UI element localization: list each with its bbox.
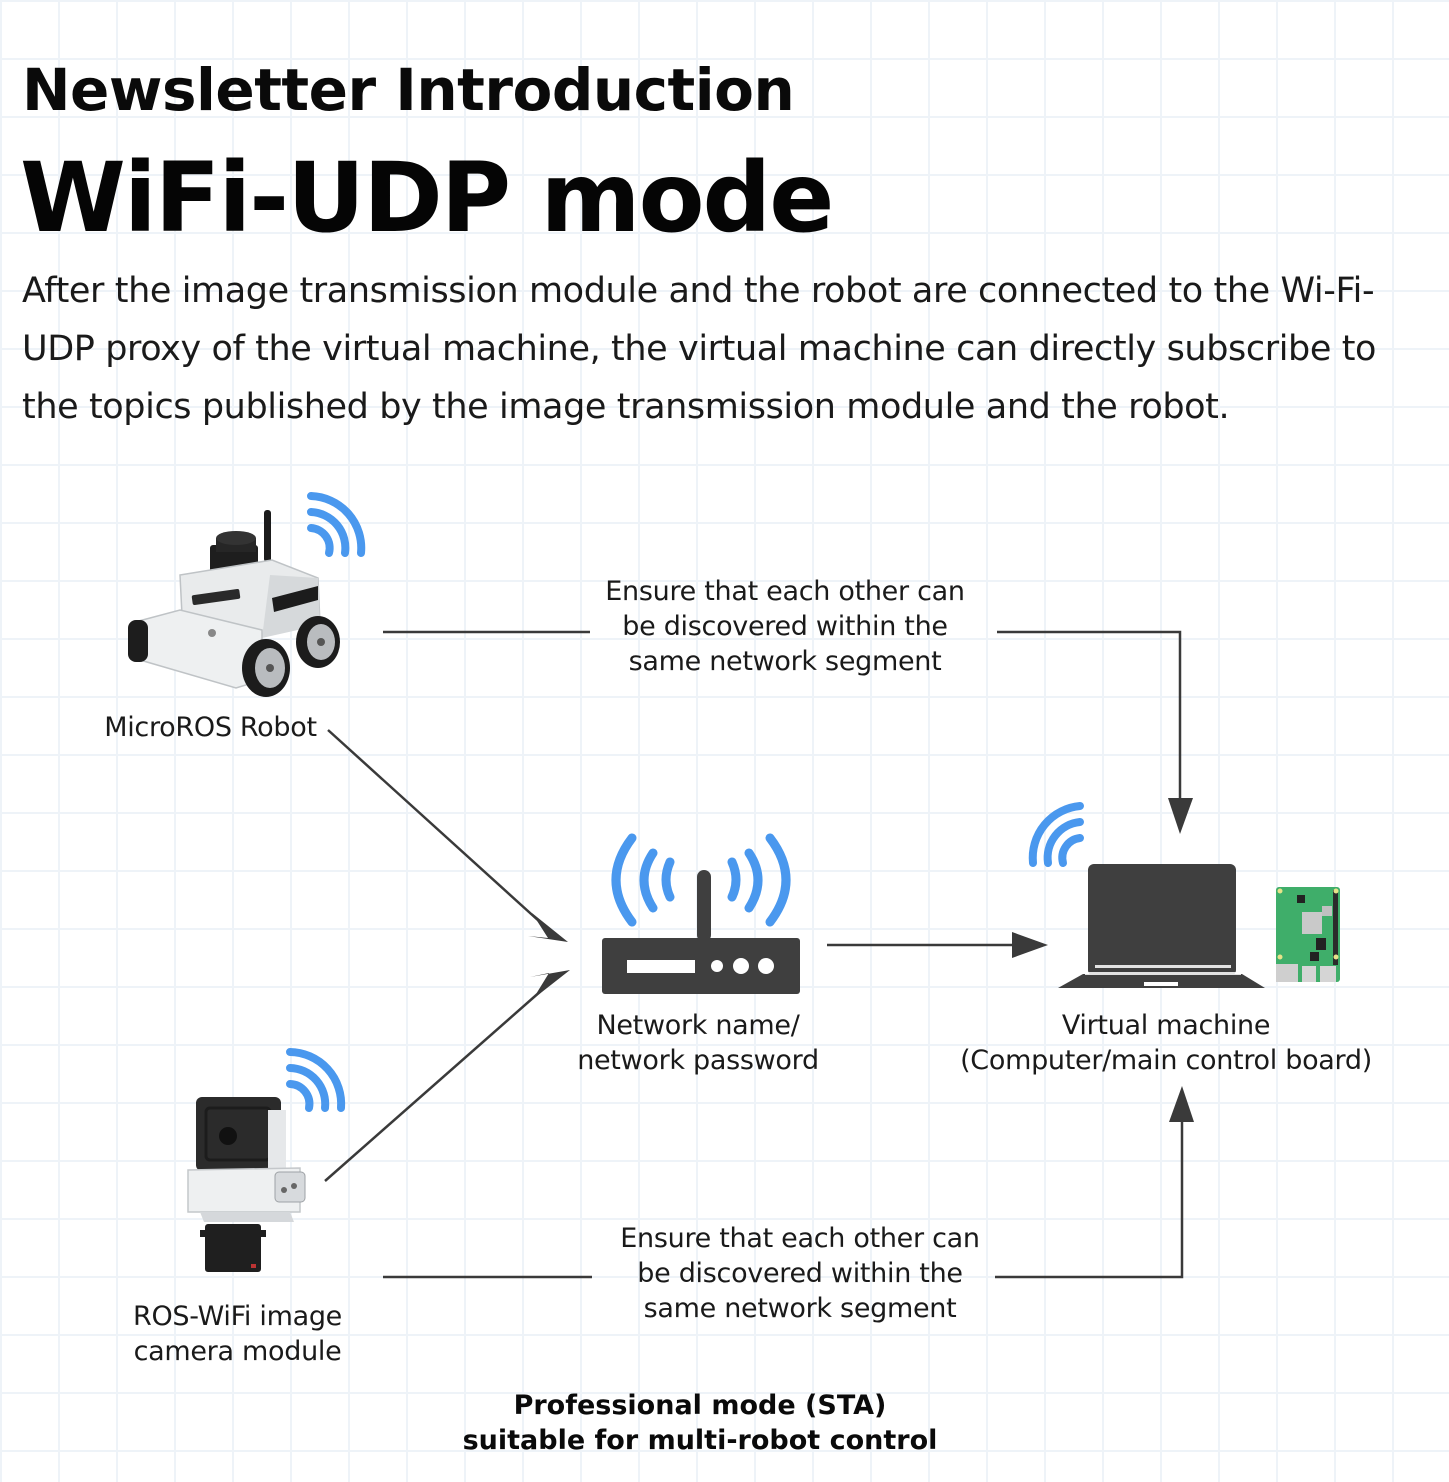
- note-line: same network segment: [628, 646, 942, 677]
- mode-caption: Professional mode (STA) suitable for mul…: [400, 1388, 1000, 1458]
- connector-lines: [324, 630, 1184, 1279]
- wifi-broadcast-icon: [611, 833, 791, 927]
- edge-robot-vm-right: [997, 630, 1182, 800]
- arrow-head-down-vm: [1168, 798, 1193, 834]
- wheel: [242, 639, 290, 697]
- wheel: [296, 616, 340, 668]
- camera-label: ROS-WiFi image camera module: [95, 1299, 380, 1369]
- note-line: Ensure that each other can: [620, 1223, 980, 1254]
- camera-label-line2: camera module: [133, 1336, 342, 1367]
- router-label: Network name/ network password: [548, 1008, 848, 1078]
- note-line: same network segment: [643, 1293, 957, 1324]
- note-line: be discovered within the: [622, 611, 948, 642]
- page-kicker: Newsletter Introduction: [22, 56, 795, 124]
- camera-label-line1: ROS-WiFi image: [133, 1301, 342, 1332]
- note-line: Ensure that each other can: [605, 576, 965, 607]
- router-label-line2: network password: [577, 1045, 819, 1076]
- arrow-head-router-from-camera: [530, 970, 570, 999]
- edge-robot-router: [327, 729, 541, 923]
- wifi-signal-icon: [1028, 802, 1084, 867]
- mode-caption-line2: suitable for multi-robot control: [462, 1425, 938, 1456]
- arrow-head-router-from-robot: [528, 913, 568, 942]
- vm-label-line2: (Computer/main control board): [960, 1045, 1372, 1076]
- top-edge-note: Ensure that each other can be discovered…: [585, 574, 985, 679]
- arrow-head-up-vm: [1169, 1086, 1194, 1122]
- raspberry-pi-board-image: [1276, 887, 1340, 982]
- edge-camera-router: [324, 989, 543, 1182]
- arrowheads: [528, 798, 1194, 1122]
- router-icon: [602, 870, 800, 994]
- wifi-signal-icon: [307, 492, 366, 557]
- note-line: be discovered within the: [637, 1258, 963, 1289]
- robot-car-image: [128, 510, 340, 697]
- wifi-signal-icon: [286, 1048, 346, 1112]
- bottom-edge-note: Ensure that each other can be discovered…: [600, 1221, 1000, 1326]
- vm-label: Virtual machine (Computer/main control b…: [946, 1008, 1386, 1078]
- camera-module-image: [187, 1097, 306, 1272]
- edge-camera-vm-right: [995, 1120, 1184, 1279]
- mode-caption-line1: Professional mode (STA): [513, 1390, 887, 1421]
- vm-label-line1: Virtual machine: [1061, 1010, 1271, 1041]
- router-label-line1: Network name/: [596, 1010, 800, 1041]
- page-title: WiFi-UDP mode: [20, 142, 834, 254]
- laptop-icon: [1058, 864, 1265, 988]
- robot-label: MicroROS Robot: [104, 712, 317, 743]
- intro-paragraph: After the image transmission module and …: [22, 271, 1377, 427]
- arrow-head-right-vm: [1012, 932, 1048, 958]
